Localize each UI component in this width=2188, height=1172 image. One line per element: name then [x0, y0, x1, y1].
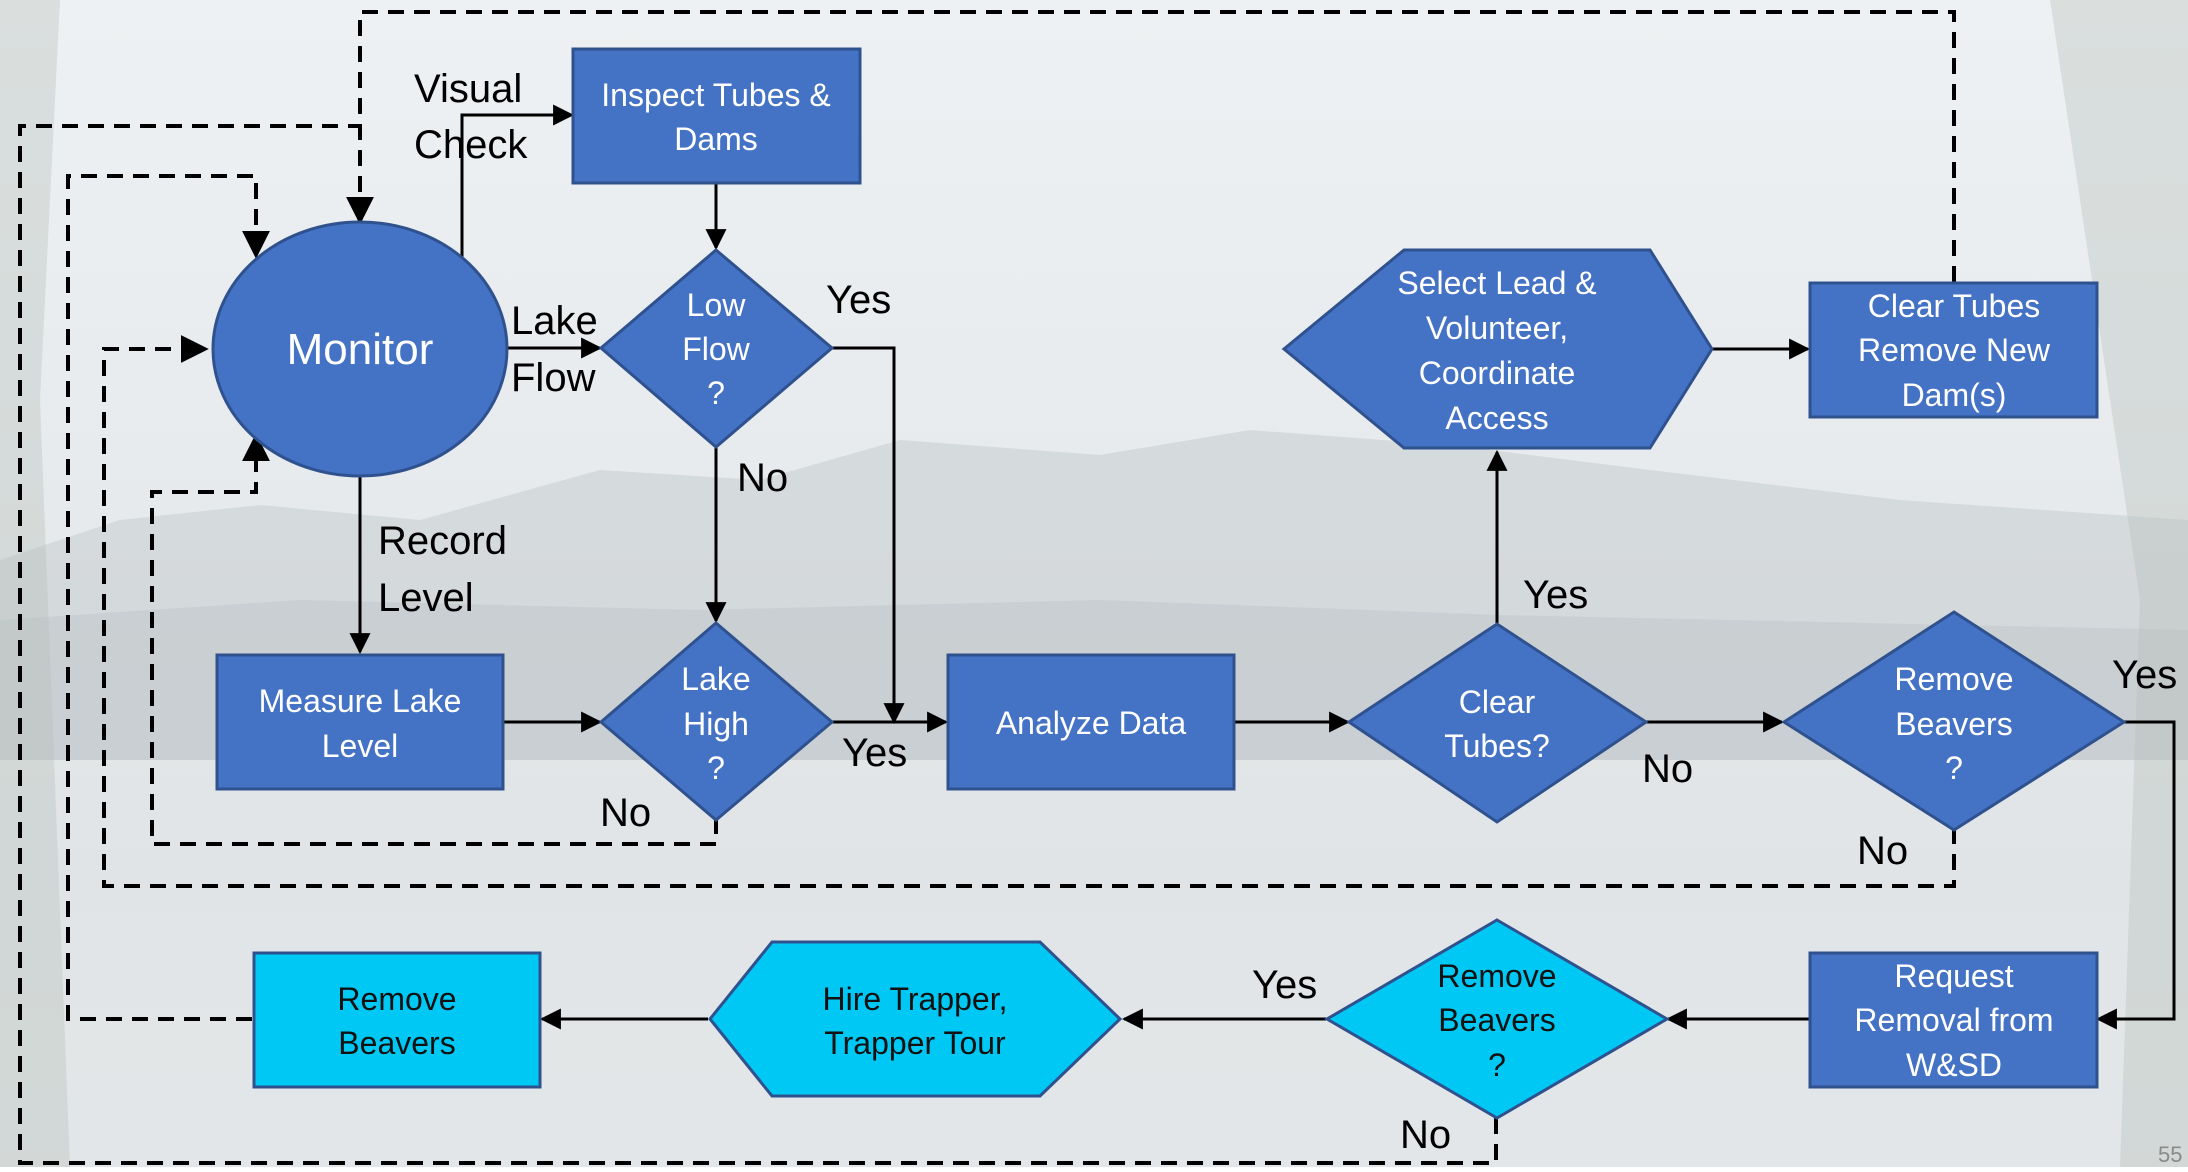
node-clear-remove-line-3: Dam(s) [1902, 377, 2007, 413]
node-analyze-label: Analyze Data [996, 705, 1187, 741]
node-analyze-data: Analyze Data [946, 653, 1236, 791]
node-select-lead-line-4: Access [1445, 400, 1548, 436]
label-level: Level [378, 576, 474, 620]
node-remove-beavers: Remove Beavers [252, 951, 542, 1089]
node-request-removal-line-3: W&SD [1906, 1047, 2002, 1083]
label-yes-remove-1: Yes [2112, 653, 2177, 697]
label-no-low-flow: No [737, 456, 788, 500]
node-lake-high-line-3: ? [707, 750, 725, 786]
node-remove-beavers-1-line-3: ? [1945, 750, 1963, 786]
label-no-remove-1: No [1857, 829, 1908, 873]
node-hire-trapper-line-1: Hire Trapper, [823, 981, 1008, 1017]
node-measure-lake-level: Measure Lake Level [215, 653, 505, 791]
node-lake-high-line-1: Lake [681, 661, 750, 697]
label-yes-lake-high: Yes [842, 731, 907, 775]
label-record: Record [378, 519, 507, 563]
node-request-removal-line-2: Removal from [1854, 1002, 2053, 1038]
node-clear-remove-line-1: Clear Tubes [1868, 288, 2041, 324]
node-low-flow-line-2: Flow [682, 331, 750, 367]
node-measure-line-2: Level [322, 728, 399, 764]
node-lake-high-decision: Lake High ? [598, 621, 835, 822]
node-select-lead: Select Lead & Volunteer, Coordinate Acce… [1281, 248, 1714, 450]
node-low-flow-line-3: ? [707, 375, 725, 411]
label-no-remove-2: No [1400, 1113, 1451, 1157]
arrow-remove1-yes [2095, 720, 2176, 1030]
node-request-removal: Request Removal from W&SD [1808, 951, 2099, 1089]
node-remove-beavers-2-line-3: ? [1488, 1047, 1506, 1083]
node-inspect-tubes-dams: Inspect Tubes & Dams [571, 47, 862, 185]
node-remove-beavers-2-line-2: Beavers [1438, 1002, 1555, 1038]
return-from-remove-beavers-q1-no [102, 335, 1956, 888]
page-number: 55 [2158, 1142, 2182, 1167]
node-remove-beavers-1-line-1: Remove [1894, 661, 2013, 697]
node-select-lead-line-3: Coordinate [1419, 355, 1576, 391]
node-request-removal-line-1: Request [1894, 958, 2013, 994]
node-monitor-label: Monitor [287, 325, 434, 374]
label-yes-clear: Yes [1523, 573, 1588, 617]
node-clear-tubes-remove-dams: Clear Tubes Remove New Dam(s) [1808, 281, 2099, 419]
node-measure-line-1: Measure Lake [259, 683, 462, 719]
solid-connectors [349, 104, 2176, 1030]
node-monitor: Monitor [211, 220, 509, 478]
node-select-lead-line-2: Volunteer, [1426, 310, 1568, 346]
label-lake: Lake [511, 299, 598, 343]
return-from-lake-high-no [150, 433, 718, 846]
label-yes-remove-2: Yes [1252, 963, 1317, 1007]
dashed-feedback-lines [18, 10, 1956, 1165]
node-low-flow-decision: Low Flow ? [598, 248, 835, 449]
node-hire-trapper: Hire Trapper, Trapper Tour [708, 940, 1123, 1098]
arrow-lowflow-yes [832, 346, 905, 725]
return-from-clear-tubes [346, 10, 1956, 282]
node-remove-beavers-line-1: Remove [337, 981, 456, 1017]
node-remove-beavers-decision-2: Remove Beavers ? [1324, 918, 1670, 1120]
node-remove-beavers-decision-1: Remove Beavers ? [1781, 610, 2127, 832]
node-remove-beavers-1-line-2: Beavers [1895, 706, 2012, 742]
node-remove-beavers-2-line-1: Remove [1437, 958, 1556, 994]
node-lake-high-line-2: High [683, 706, 749, 742]
node-clear-remove-line-2: Remove New [1858, 332, 2051, 368]
label-visual: Visual [414, 67, 522, 111]
arrow-visual-check [460, 104, 575, 262]
node-clear-tubes-decision: Clear Tubes? [1346, 622, 1649, 824]
label-no-clear: No [1642, 747, 1693, 791]
node-inspect-line-2: Dams [674, 121, 758, 157]
return-from-remove-beavers [66, 174, 270, 1021]
edge-labels: Visual Check Lake Flow Record Level Yes … [378, 67, 2177, 1157]
label-yes-low-flow: Yes [826, 278, 891, 322]
label-flow: Flow [511, 356, 596, 400]
label-no-lake-high: No [600, 791, 651, 835]
node-select-lead-line-1: Select Lead & [1397, 265, 1596, 301]
node-low-flow-line-1: Low [687, 287, 747, 323]
node-clear-tubes-line-1: Clear [1459, 684, 1536, 720]
label-check: Check [414, 123, 528, 167]
node-clear-tubes-line-2: Tubes? [1444, 728, 1550, 764]
node-hire-trapper-line-2: Trapper Tour [824, 1025, 1006, 1061]
node-remove-beavers-line-2: Beavers [338, 1025, 455, 1061]
node-inspect-line-1: Inspect Tubes & [601, 77, 830, 113]
return-from-remove-beavers-no [18, 124, 1498, 1165]
